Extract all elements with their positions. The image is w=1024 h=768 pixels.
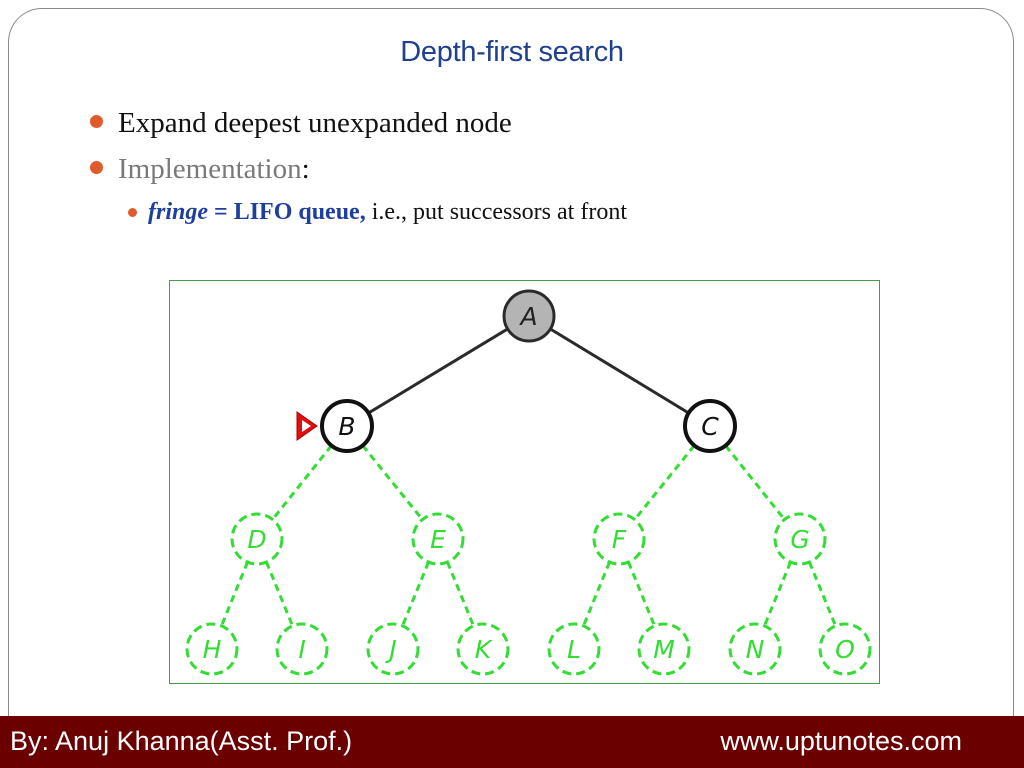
- dfs-tree-diagram: A B C D E F G H I J K L M N O: [169, 280, 880, 684]
- tree-edge-B-D: [271, 444, 333, 521]
- tree-edge-A-B: [367, 327, 509, 415]
- footer-website: www.uptunotes.com: [720, 726, 962, 756]
- bullet-dot-icon: [90, 161, 103, 174]
- tree-node-G: G: [773, 512, 827, 566]
- tree-node-label: E: [430, 525, 446, 554]
- tree-edge-E-J: [401, 561, 430, 627]
- bullet-list: Expand deepest unexpanded node Implement…: [88, 100, 627, 232]
- fringe-equals: =: [214, 199, 228, 225]
- tree-edge-G-O: [808, 561, 837, 627]
- tree-node-label: I: [298, 635, 305, 664]
- current-node-marker-inner-icon: [302, 420, 311, 432]
- tree-node-label: O: [835, 635, 855, 664]
- tree-edge-F-L: [582, 561, 611, 627]
- tree-edge-F-M: [627, 561, 656, 627]
- slide-frame: [8, 8, 1014, 748]
- tree-edge-C-F: [633, 444, 696, 521]
- tree-node-circle: [683, 399, 737, 453]
- tree-node-circle: [366, 622, 420, 676]
- tree-node-circle: [185, 622, 239, 676]
- tree-node-label: K: [475, 635, 494, 664]
- tree-node-M: M: [637, 622, 691, 676]
- tree-edge-B-E: [361, 444, 424, 521]
- bullet-text: Expand deepest unexpanded node: [118, 107, 512, 139]
- slide-title: Depth-first search: [400, 36, 624, 68]
- tree-node-label: F: [612, 525, 627, 554]
- tree-node-label: D: [247, 525, 266, 554]
- tree-node-label: L: [567, 635, 581, 664]
- fringe-value: LIFO queue,: [233, 199, 366, 225]
- tree-node-circle: [728, 622, 782, 676]
- tree-node-C: C: [683, 399, 737, 453]
- tree-edge-A-C: [549, 327, 690, 415]
- tree-node-circle: [275, 622, 329, 676]
- bullet-dot-icon: [90, 115, 103, 128]
- tree-edge-G-N: [763, 561, 792, 627]
- tree-node-J: J: [366, 622, 420, 676]
- tree-edge-C-G: [724, 444, 786, 521]
- tree-node-circle: [637, 622, 691, 676]
- tree-node-circle: [773, 512, 827, 566]
- tree-node-label: H: [203, 635, 222, 664]
- fringe-explanation: i.e., put successors at front: [371, 199, 627, 225]
- bullet-implementation: Implementation:: [88, 146, 627, 192]
- tree-node-label: G: [790, 525, 809, 554]
- sub-bullet-fringe: fringe = LIFO queue, i.e., put successor…: [118, 192, 627, 232]
- tree-node-K: K: [456, 622, 510, 676]
- footer-bar: By: Anuj Khanna(Asst. Prof.) www.uptunot…: [0, 716, 1024, 768]
- tree-node-circle: [592, 512, 646, 566]
- tree-node-A: A: [502, 289, 556, 343]
- tree-edge-D-I: [265, 561, 294, 627]
- tree-node-B: B: [320, 399, 374, 453]
- tree-svg: A B C D E F G H I J K L M N O: [185, 289, 872, 676]
- tree-node-D: D: [230, 512, 284, 566]
- implementation-label: Implementation: [118, 153, 302, 185]
- tree-node-I: I: [275, 622, 329, 676]
- sub-bullet-dot-icon: [128, 208, 137, 217]
- implementation-colon: :: [301, 153, 310, 185]
- tree-node-O: O: [818, 622, 872, 676]
- tree-node-L: L: [547, 622, 601, 676]
- tree-node-circle: [502, 289, 556, 343]
- tree-edge-D-H: [220, 561, 249, 627]
- tree-node-label: B: [338, 412, 355, 441]
- tree-node-label: M: [653, 635, 675, 664]
- tree-node-circle: [818, 622, 872, 676]
- bullet-expand: Expand deepest unexpanded node: [88, 100, 627, 146]
- tree-node-circle: [456, 622, 510, 676]
- footer-author: By: Anuj Khanna(Asst. Prof.): [10, 726, 353, 756]
- tree-node-F: F: [592, 512, 646, 566]
- tree-node-label: A: [518, 302, 537, 331]
- tree-node-E: E: [411, 512, 465, 566]
- tree-node-H: H: [185, 622, 239, 676]
- tree-node-circle: [320, 399, 374, 453]
- tree-node-label: N: [746, 635, 765, 664]
- fringe-term: fringe: [148, 199, 208, 225]
- tree-node-circle: [547, 622, 601, 676]
- tree-node-label: C: [701, 412, 719, 441]
- tree-edge-E-K: [446, 561, 475, 627]
- tree-node-circle: [230, 512, 284, 566]
- tree-node-N: N: [728, 622, 782, 676]
- tree-node-circle: [411, 512, 465, 566]
